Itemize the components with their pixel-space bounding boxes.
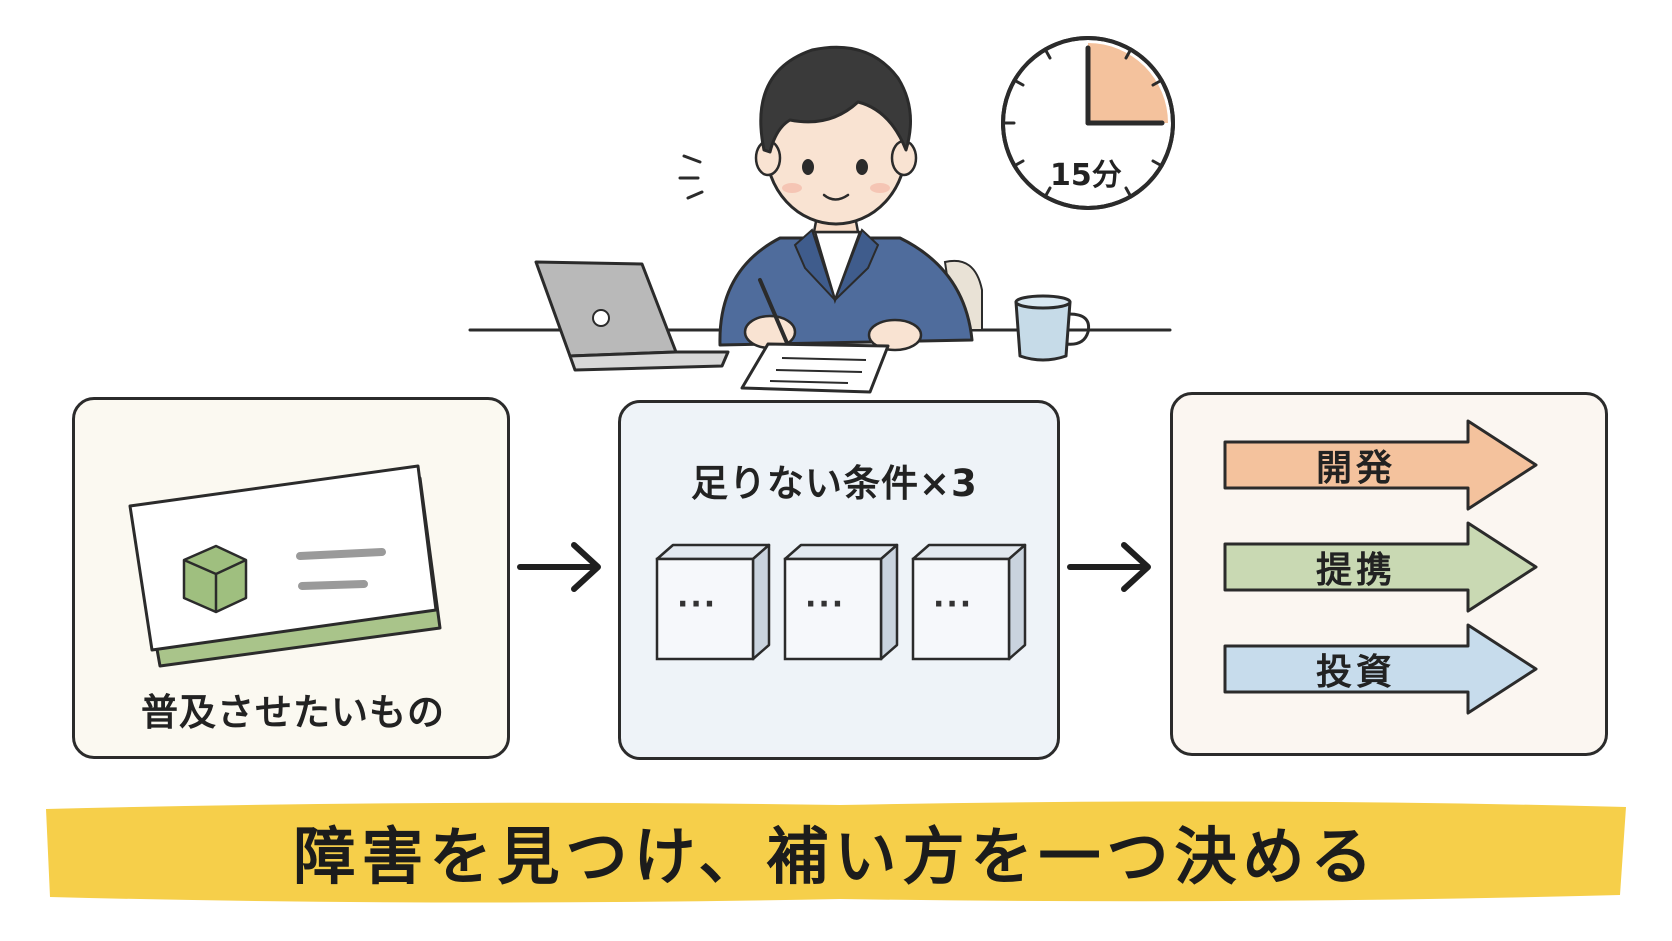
condition-cube-2-dots: ··· <box>805 587 846 622</box>
action-arrow-partnership-shape <box>1223 521 1538 613</box>
action-arrow-investment-shape <box>1223 623 1538 715</box>
panel-middle-caption: 足りない条件×3 <box>691 462 978 505</box>
clock-icon <box>1001 36 1175 210</box>
action-label-investment: 投資 <box>1315 652 1396 693</box>
panel-left-caption: 普及させたいもの <box>141 691 445 734</box>
condition-cube-2: ··· <box>783 543 899 661</box>
product-card-icon <box>128 464 442 668</box>
arrow-left-to-middle <box>517 542 601 592</box>
panel-target-product: 普及させたいもの <box>72 397 510 759</box>
laptop-icon <box>534 260 730 372</box>
motion-lines <box>678 154 704 200</box>
action-arrow-investment: 投資 <box>1222 622 1540 716</box>
banner-highlight <box>46 801 1626 903</box>
panel-missing-conditions: 足りない条件×3 ··· ··· ··· <box>618 400 1060 760</box>
condition-cube-3-dots: ··· <box>933 587 974 622</box>
condition-cube-1: ··· <box>655 543 771 661</box>
arrow-middle-to-right <box>1067 542 1151 592</box>
action-arrow-development-shape <box>1223 419 1538 511</box>
action-label-partnership: 提携 <box>1315 550 1396 591</box>
banner-text: 障害を見つけ、補い方を一つ決める <box>293 820 1379 893</box>
action-label-development: 開発 <box>1315 448 1396 489</box>
timer-label: 15分 <box>1050 158 1122 193</box>
condition-cube-1-dots: ··· <box>677 587 718 622</box>
summary-banner: 障害を見つけ、補い方を一つ決める <box>40 795 1632 907</box>
person-figure <box>718 45 974 352</box>
action-arrow-development: 開発 <box>1222 418 1540 512</box>
action-arrow-partnership: 提携 <box>1222 520 1540 614</box>
paper-icon <box>740 342 890 394</box>
condition-cube-3: ··· <box>911 543 1027 661</box>
mug-icon <box>1014 294 1091 362</box>
